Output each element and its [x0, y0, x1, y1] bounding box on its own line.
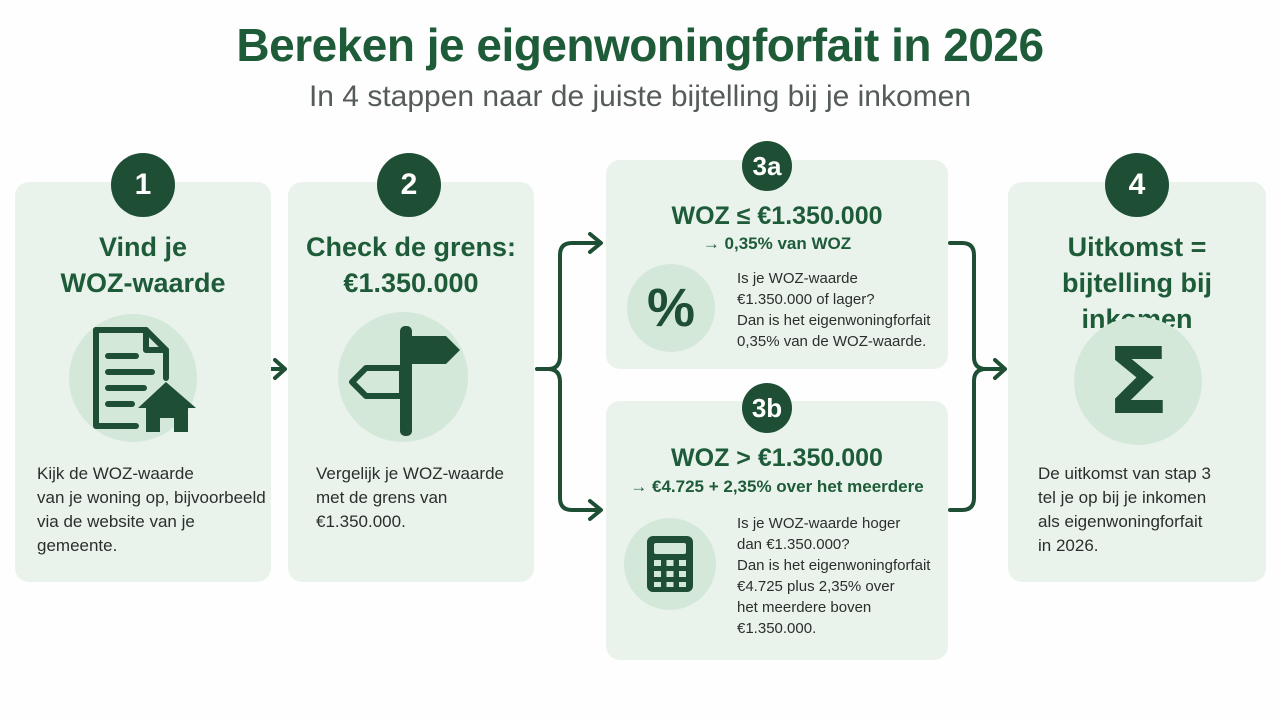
calculator-icon	[647, 536, 693, 592]
page-subtitle: In 4 stappen naar de juiste bijtelling b…	[308, 80, 972, 113]
step3b-badge: 3b	[742, 383, 792, 433]
step4-text: De uitkomst van stap 3 tel je op bij je …	[1038, 464, 1211, 555]
step3a-text: Is je WOZ-waarde €1.350.000 of lager? Da…	[737, 270, 931, 350]
percent-icon: %	[646, 278, 695, 338]
sigma-icon: Σ	[1106, 327, 1170, 435]
step3b-text: Is je WOZ-waarde hoger dan €1.350.000? D…	[737, 515, 931, 637]
step3b-title: WOZ > €1.350.000	[671, 444, 883, 472]
step3a-icon-circle	[627, 264, 715, 352]
step2-title: Check de grens: €1.350.000	[305, 232, 517, 298]
step1-text: Kijk de WOZ-waarde van je woning op, bij…	[37, 464, 266, 555]
step2-badge: 2	[377, 153, 441, 217]
step3a-title: WOZ ≤ €1.350.000	[671, 202, 883, 230]
arrow-step2-branches	[535, 241, 602, 371]
arrow-branches-step4	[948, 241, 1006, 371]
step4-badge: 4	[1105, 153, 1169, 217]
step1-badge: 1	[111, 153, 175, 217]
step1-title: Vind je WOZ-waarde	[60, 232, 226, 298]
document-house-icon	[93, 327, 196, 432]
step3a-badge: 3a	[742, 141, 792, 191]
page-title: Bereken je eigenwoningforfait in 2026	[236, 19, 1044, 71]
step3a-subtitle: → 0,35% van WOZ	[702, 234, 852, 253]
step4-icon-circle	[1074, 317, 1202, 445]
signpost-icon	[349, 326, 460, 436]
step2-text: Vergelijk je WOZ-waarde met de grens van…	[316, 464, 505, 531]
step3b-subtitle: → €4.725 + 2,35% over het meerdere	[630, 477, 924, 496]
